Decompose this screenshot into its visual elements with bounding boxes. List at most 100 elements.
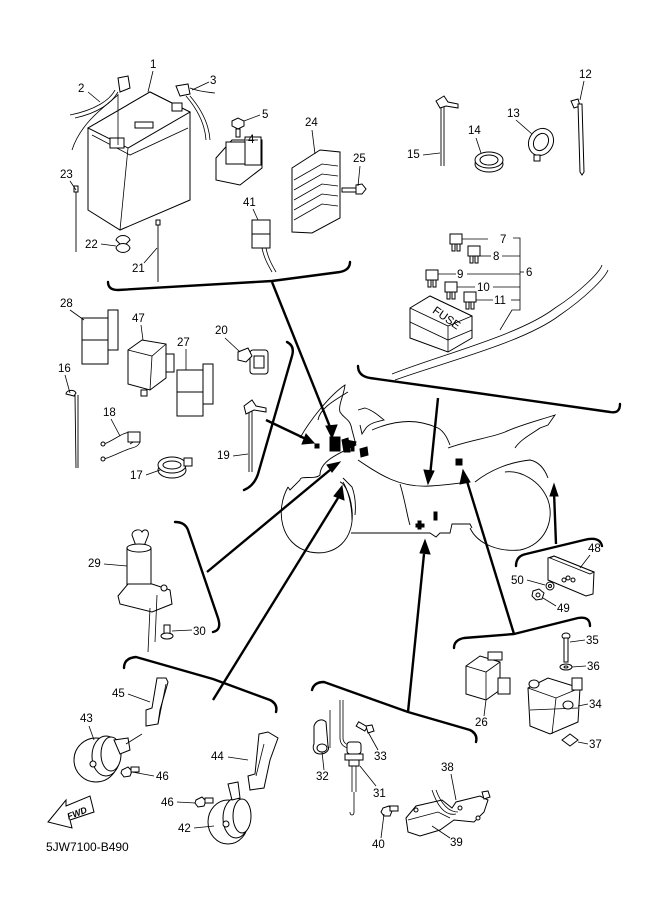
main-switch-group: 29 30	[88, 520, 221, 653]
rectifier-regulator[interactable]	[291, 149, 341, 234]
fuse-10[interactable]	[444, 281, 458, 300]
washer-36[interactable]	[559, 663, 573, 671]
part-label-23[interactable]: 23	[60, 169, 73, 181]
part-label-39[interactable]: 39	[450, 837, 463, 849]
part-label-12[interactable]: 12	[579, 69, 592, 81]
part-label-31[interactable]: 31	[373, 788, 386, 800]
bracket-32[interactable]	[312, 710, 331, 755]
part-label-27[interactable]: 27	[177, 337, 190, 349]
part-label-18[interactable]: 18	[103, 407, 116, 419]
clip-37[interactable]	[561, 733, 579, 747]
part-label-29[interactable]: 29	[88, 558, 101, 570]
horn-bracket-44[interactable]	[247, 731, 279, 791]
part-label-14[interactable]: 14	[468, 125, 481, 137]
stop-switch-31[interactable]	[339, 700, 364, 816]
part-label-26[interactable]: 26	[475, 717, 488, 729]
part-label-50[interactable]: 50	[511, 575, 524, 587]
bolt-35[interactable]	[561, 632, 571, 663]
part-label-13[interactable]: 13	[507, 108, 520, 120]
part-label-8[interactable]: 8	[493, 251, 499, 263]
part-label-43[interactable]: 43	[80, 713, 93, 725]
fuse-box[interactable]: FUSE	[409, 295, 473, 353]
bolt[interactable]	[231, 117, 245, 138]
part-label-6[interactable]: 6	[526, 267, 532, 279]
part-label-34[interactable]: 34	[589, 699, 602, 711]
part-label-40[interactable]: 40	[372, 839, 385, 851]
part-label-25[interactable]: 25	[353, 153, 366, 165]
part-label-15[interactable]: 15	[407, 149, 420, 161]
horn-43[interactable]	[73, 733, 143, 783]
reflector[interactable]	[547, 555, 595, 597]
ignition-coil-34[interactable]	[527, 677, 583, 735]
main-switch[interactable]	[117, 529, 173, 653]
switch-38-39[interactable]	[405, 789, 491, 837]
part-label-1[interactable]: 1	[150, 59, 156, 71]
part-label-5[interactable]: 5	[262, 109, 268, 121]
part-label-44[interactable]: 44	[211, 751, 224, 763]
washer[interactable]	[545, 581, 555, 591]
fuse-9[interactable]	[425, 269, 439, 288]
part-label-36[interactable]: 36	[587, 661, 600, 673]
fuse-7[interactable]	[449, 233, 463, 252]
part-label-24[interactable]: 24	[305, 117, 318, 129]
relay-27[interactable]	[176, 363, 214, 417]
clamp-14[interactable]	[474, 151, 504, 173]
battery[interactable]	[86, 91, 192, 231]
battery-holder[interactable]	[115, 235, 131, 253]
part-label-11[interactable]: 11	[494, 295, 506, 307]
horn-bracket-45[interactable]	[145, 677, 169, 727]
part-label-28[interactable]: 28	[60, 298, 73, 310]
battery-cable-negative[interactable]	[69, 75, 131, 151]
part-label-46a[interactable]: 46	[156, 771, 169, 783]
cable-tie-19[interactable]	[243, 399, 267, 472]
part-label-17[interactable]: 17	[130, 470, 143, 482]
part-label-42[interactable]: 42	[178, 823, 191, 835]
bolt-40[interactable]	[380, 805, 399, 817]
coupler[interactable]	[251, 219, 277, 273]
part-label-21[interactable]: 21	[132, 263, 145, 275]
relay-group: 28 47 27 20 16 18 17 19	[58, 298, 295, 492]
relay-28[interactable]	[81, 309, 119, 365]
part-label-33[interactable]: 33	[374, 751, 387, 763]
switch-bolt[interactable]	[160, 624, 174, 640]
part-label-48[interactable]: 48	[588, 543, 601, 555]
clamp-17[interactable]	[157, 456, 193, 479]
cable-tie-12[interactable]	[570, 98, 585, 176]
ecu-26[interactable]	[465, 651, 511, 701]
clamp-20[interactable]	[237, 347, 269, 375]
part-label-41[interactable]: 41	[243, 197, 256, 209]
starter-relay[interactable]	[215, 136, 263, 186]
horn-bolt-46b[interactable]	[194, 796, 214, 808]
part-label-47[interactable]: 47	[132, 313, 145, 325]
part-label-9[interactable]: 9	[457, 269, 463, 281]
part-label-22[interactable]: 22	[85, 239, 98, 251]
horn-42[interactable]	[207, 781, 252, 845]
part-label-20[interactable]: 20	[215, 325, 228, 337]
horn-bolt-46a[interactable]	[120, 766, 140, 778]
part-label-19[interactable]: 19	[217, 450, 230, 462]
regulator-bolt[interactable]	[341, 183, 367, 195]
part-label-10[interactable]: 10	[477, 282, 490, 294]
bolt-33[interactable]	[355, 721, 375, 734]
part-label-30[interactable]: 30	[193, 626, 206, 638]
part-label-35[interactable]: 35	[586, 635, 599, 647]
part-label-45[interactable]: 45	[112, 688, 125, 700]
part-label-2[interactable]: 2	[78, 83, 84, 95]
part-label-16[interactable]: 16	[58, 363, 71, 375]
fuse-11[interactable]	[463, 291, 477, 310]
clamp-band-15[interactable]	[435, 95, 459, 166]
part-label-49[interactable]: 49	[557, 603, 570, 615]
cable-tie-16[interactable]	[65, 390, 79, 469]
flasher-relay-47[interactable]	[127, 339, 175, 397]
battery-cable-positive[interactable]	[175, 83, 216, 141]
part-label-37[interactable]: 37	[589, 739, 602, 751]
clamp-18[interactable]	[100, 431, 141, 462]
fuse-8[interactable]	[467, 245, 481, 264]
part-label-7[interactable]: 7	[500, 234, 506, 246]
part-label-32[interactable]: 32	[316, 771, 329, 783]
part-label-38[interactable]: 38	[441, 762, 454, 774]
nut[interactable]	[531, 588, 545, 601]
part-label-46b[interactable]: 46	[161, 797, 174, 809]
part-label-3[interactable]: 3	[210, 75, 216, 87]
clamp-13[interactable]	[524, 124, 559, 162]
